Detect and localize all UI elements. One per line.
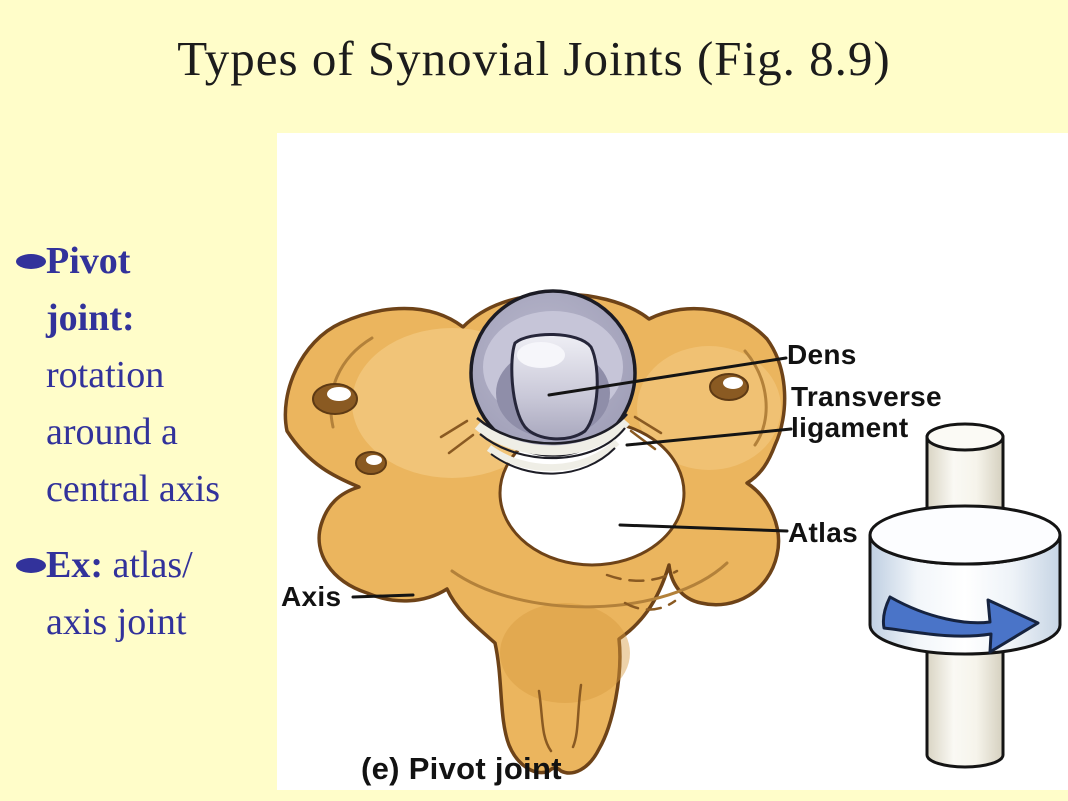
bullet-dot-icon xyxy=(16,254,46,269)
transverse-ligament-leader-line xyxy=(625,427,793,447)
figure-panel: Dens Transverse ligament Atlas Axis (e) … xyxy=(277,133,1068,790)
bullet-text: Ex: atlas/ axis joint xyxy=(46,537,275,651)
bullet-line: Pivot xyxy=(46,240,131,282)
bone-shade-line xyxy=(329,336,374,429)
atlas-label: Atlas xyxy=(788,517,858,548)
axis-label: Axis xyxy=(281,581,342,612)
ligament-band-edge xyxy=(490,447,616,475)
bullet-item-pivot-joint: Pivot joint: rotation around a central a… xyxy=(10,233,275,518)
transverse-ligament-label: Transverse ligament xyxy=(791,381,942,443)
transverse-ligament-band xyxy=(486,439,620,472)
ligament-band-edge xyxy=(476,413,628,445)
bone-dashed-line xyxy=(605,569,679,582)
bone-shadow-lower xyxy=(500,603,630,703)
transverse-ligament-label-line1: Transverse xyxy=(791,381,942,412)
foramen-highlight xyxy=(723,377,743,389)
bullet-list: Pivot joint: rotation around a central a… xyxy=(10,233,275,651)
bone-shade-line xyxy=(571,683,583,749)
bullet-dot-icon xyxy=(16,558,46,573)
pivot-cylinder-diagram xyxy=(868,422,1062,769)
bullet-line-rest: atlas/ xyxy=(103,544,193,586)
bone-shade-line xyxy=(450,561,729,609)
bullet-line: rotation xyxy=(46,354,165,396)
foramen-highlight xyxy=(366,455,382,465)
bullet-line: Ex: atlas/ xyxy=(46,537,275,594)
rotating-ring-top xyxy=(868,504,1062,566)
figure-caption: (e) Pivot joint xyxy=(361,751,562,786)
ligament-fan-lines xyxy=(439,415,663,455)
rotation-arrow-icon xyxy=(882,595,1040,654)
bone-dashed-line xyxy=(623,599,677,611)
dens-label: Dens xyxy=(787,339,857,370)
bone-shade-line xyxy=(743,349,768,447)
slide-title: Types of Synovial Joints (Fig. 8.9) xyxy=(177,31,891,86)
foramen-highlight xyxy=(327,387,351,401)
transverse-ligament-label-line2: ligament xyxy=(791,412,909,443)
bullet-item-example: Ex: atlas/ axis joint xyxy=(10,537,275,651)
dens-leader-line xyxy=(547,356,788,397)
bullet-line: axis joint xyxy=(46,601,187,643)
leader-lines xyxy=(351,356,793,599)
bullet-line: around a xyxy=(46,411,178,453)
cylinder-bottom-shaft xyxy=(925,626,1005,769)
dens-highlight xyxy=(517,342,565,368)
bullet-bold-prefix: Ex: xyxy=(46,544,103,586)
bullet-text: Pivot joint: rotation around a central a… xyxy=(46,233,275,518)
bullet-line: central axis xyxy=(46,468,221,510)
cylinder-top-cap xyxy=(925,422,1005,452)
pivot-joint-illustration xyxy=(283,289,1062,775)
transverse-ligament-band xyxy=(474,417,630,456)
ligament-band-edge xyxy=(479,427,626,460)
bullet-line: joint: xyxy=(46,297,135,339)
atlas-leader-line xyxy=(618,523,789,533)
axis-leader-line xyxy=(351,593,415,599)
bone-shade-line xyxy=(537,689,553,753)
